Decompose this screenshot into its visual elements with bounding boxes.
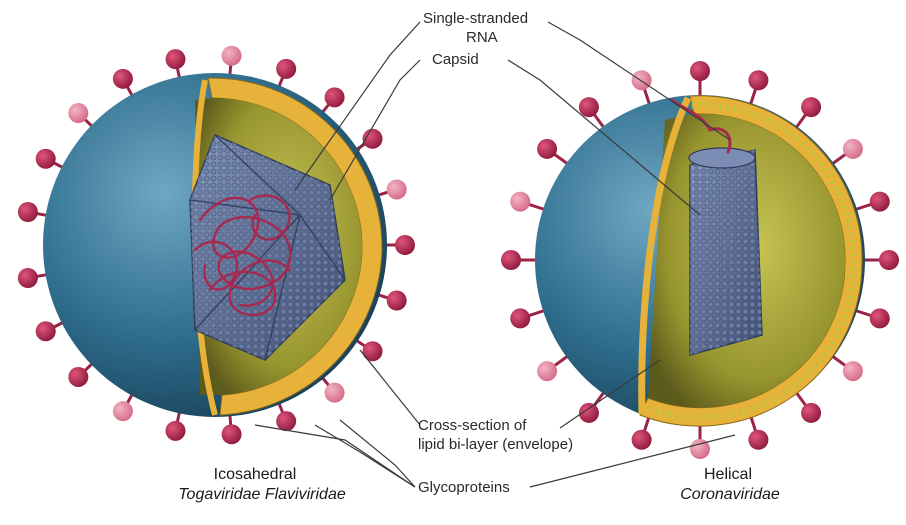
glycoprotein-head xyxy=(68,103,88,123)
glycoprotein-head xyxy=(879,250,899,270)
caption-left-shape: Icosahedral xyxy=(214,466,297,483)
glycoprotein-head xyxy=(843,139,863,159)
glycoprotein-head xyxy=(510,192,530,212)
glycoprotein-head xyxy=(537,361,557,381)
glycoprotein-head xyxy=(632,70,652,90)
caption-left-families: Togaviridae Flaviviridae xyxy=(178,486,346,503)
glycoprotein-head xyxy=(843,361,863,381)
glycoprotein-head xyxy=(363,341,383,361)
glycoprotein-head xyxy=(36,321,56,341)
glycoprotein-head xyxy=(18,268,38,288)
label-envelope-line2: lipid bi-layer (envelope) xyxy=(418,436,573,453)
label-rna-line1: Single-stranded xyxy=(423,10,528,27)
glycoprotein-head xyxy=(632,430,652,450)
glycoprotein-head xyxy=(579,97,599,117)
glycoprotein-head xyxy=(870,192,890,212)
glycoprotein-head xyxy=(690,61,710,81)
label-rna-line2: RNA xyxy=(466,29,498,46)
glycoprotein-head xyxy=(501,250,521,270)
glycoprotein-head xyxy=(165,421,185,441)
caption-right-shape: Helical xyxy=(704,466,752,483)
glycoprotein-head xyxy=(801,97,821,117)
label-capsid: Capsid xyxy=(432,51,479,68)
glycoprotein-head xyxy=(801,403,821,423)
glycoprotein-head xyxy=(395,235,415,255)
glycoprotein-head xyxy=(387,291,407,311)
glycoprotein-head xyxy=(113,69,133,89)
glycoprotein-head xyxy=(510,308,530,328)
label-envelope-line1: Cross-section of xyxy=(418,417,527,434)
glycoprotein-head xyxy=(748,70,768,90)
glycoprotein-head xyxy=(537,139,557,159)
glycoprotein-head xyxy=(222,46,242,66)
glycoprotein-head xyxy=(18,202,38,222)
glycoprotein-head xyxy=(325,87,345,107)
glycoprotein-head xyxy=(68,367,88,387)
caption-right-families: Coronaviridae xyxy=(680,486,780,503)
icosahedral-virus xyxy=(18,46,415,445)
glycoprotein-head xyxy=(165,49,185,69)
label-glycoproteins: Glycoproteins xyxy=(418,479,510,496)
glycoprotein-head xyxy=(222,424,242,444)
glycoprotein-head xyxy=(113,401,133,421)
glycoprotein-head xyxy=(276,59,296,79)
glycoprotein-head xyxy=(36,149,56,169)
glycoprotein-head xyxy=(325,383,345,403)
capsid-helical xyxy=(689,148,762,355)
glycoprotein-head xyxy=(748,430,768,450)
glycoprotein-head xyxy=(387,179,407,199)
glycoprotein-head xyxy=(870,308,890,328)
glycoprotein-head xyxy=(276,411,296,431)
